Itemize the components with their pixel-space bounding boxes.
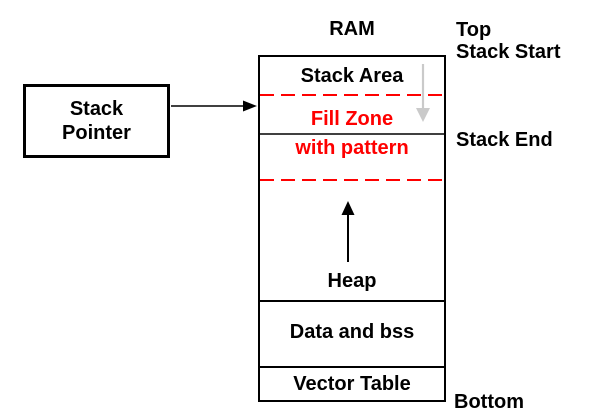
stack-end-label: Stack End xyxy=(456,129,553,151)
stack-pointer-arrowhead xyxy=(243,100,257,112)
bottom-label: Bottom xyxy=(454,391,524,413)
top-label: Top xyxy=(456,19,492,41)
fill-zone-label-line2: with pattern xyxy=(295,137,409,159)
stack-pointer-label-line2: Pointer xyxy=(62,122,131,144)
fill-zone-label-line1: Fill Zone xyxy=(310,108,394,130)
stack-start-label: Stack Start xyxy=(456,41,561,63)
ram-title: RAM xyxy=(329,18,375,40)
data-and-bss-label: Data and bss xyxy=(289,321,415,343)
heap-label: Heap xyxy=(327,270,377,292)
vector-table-label: Vector Table xyxy=(293,373,411,395)
stack-pointer-label-line1: Stack xyxy=(69,98,124,120)
stack-area-label: Stack Area xyxy=(300,65,404,87)
ram-box xyxy=(258,55,446,402)
stack-pointer-box: Stack Pointer xyxy=(23,84,170,158)
